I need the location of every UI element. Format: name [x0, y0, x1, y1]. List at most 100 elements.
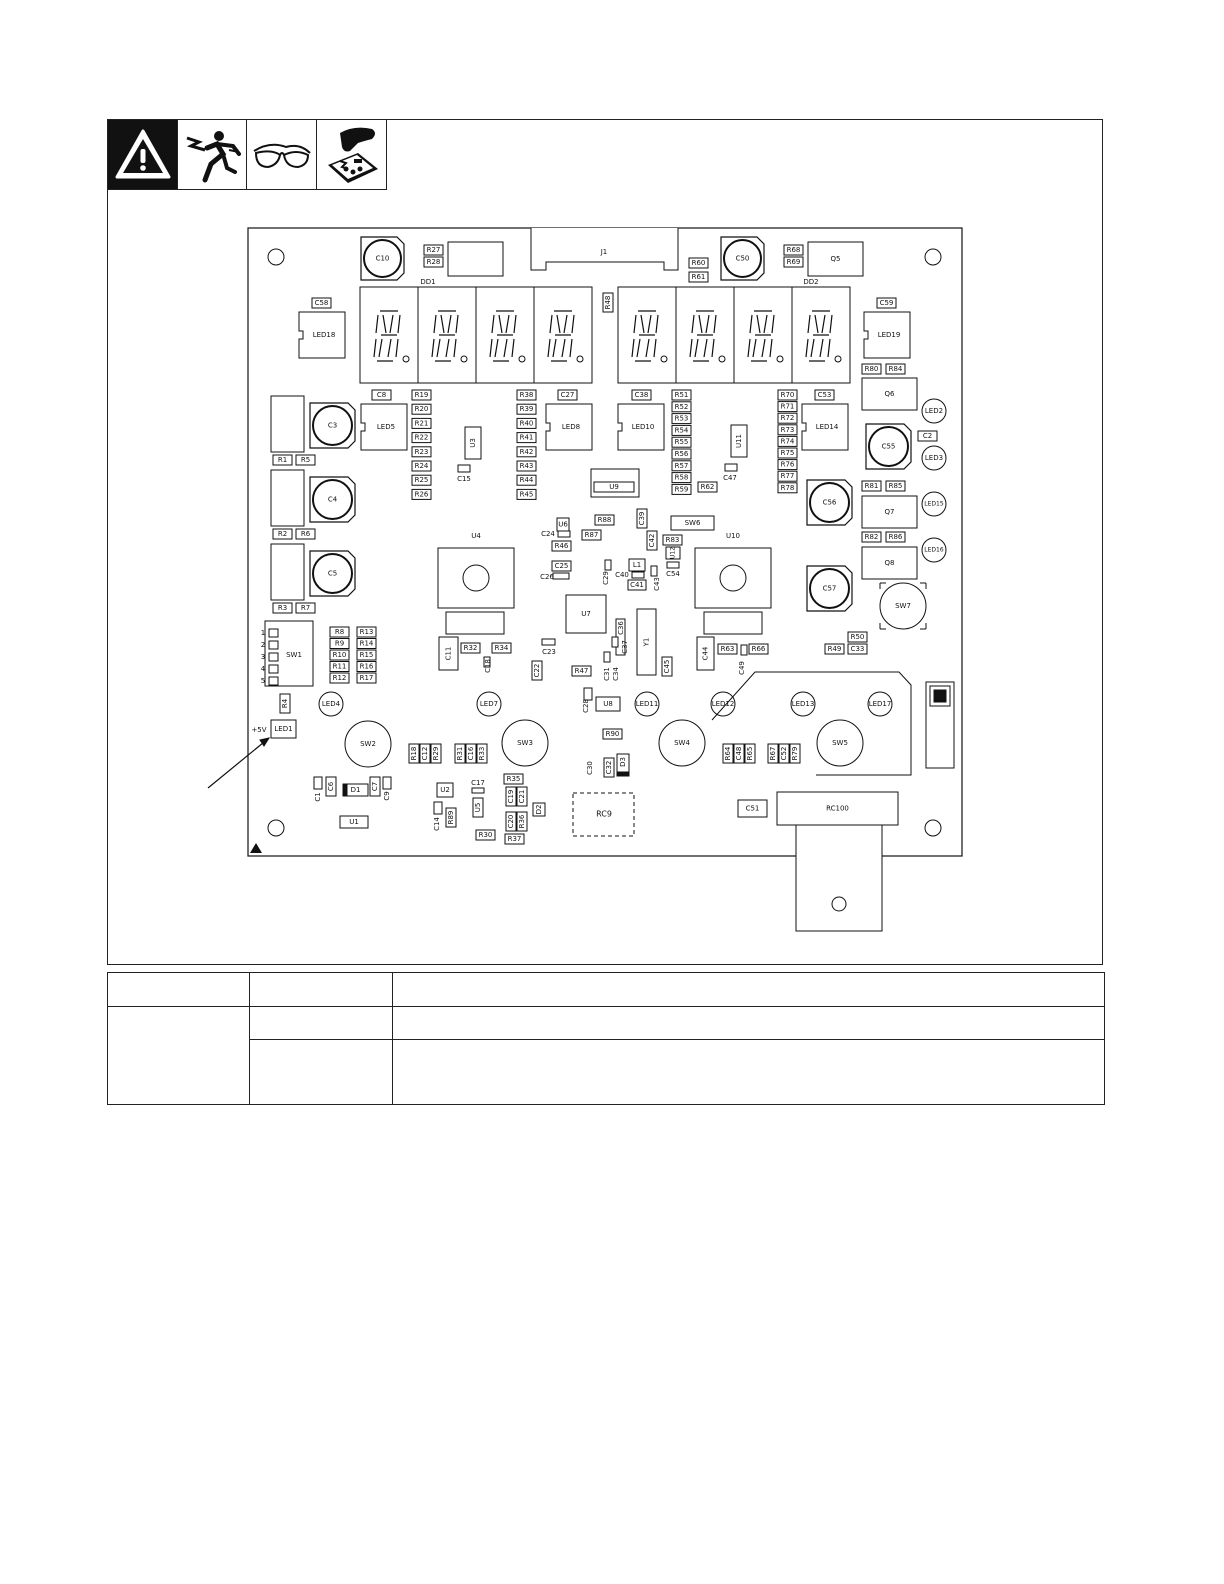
smd-component — [460, 642, 481, 654]
component-label: RC9 — [596, 810, 612, 819]
component-label: C44 — [702, 646, 710, 660]
decimal-point — [776, 355, 784, 363]
component-label: C27 — [561, 391, 575, 399]
mounting-hole — [267, 819, 285, 837]
component-label: R81 — [865, 482, 879, 490]
smd-component — [552, 572, 570, 580]
component-label: U4 — [471, 532, 481, 540]
switch-pin-label: 2 — [261, 641, 265, 649]
digit-segments — [747, 310, 775, 362]
info-table-row — [107, 1006, 1105, 1105]
smd-component — [438, 636, 459, 671]
component-label: R16 — [360, 663, 374, 671]
digit-segments — [689, 310, 717, 362]
component-label: R1 — [278, 456, 287, 464]
component-label: Y1 — [643, 638, 651, 648]
component-label: C5 — [328, 570, 337, 578]
smd-component — [604, 559, 612, 571]
smd-component — [730, 424, 748, 458]
component-label: J1 — [600, 248, 608, 256]
component-label: LED1 — [274, 725, 292, 733]
component-label: R30 — [479, 831, 493, 839]
component-label: C30 — [586, 761, 594, 775]
smd-component — [777, 412, 798, 424]
component-label: C9 — [383, 791, 391, 800]
component-label: R14 — [360, 640, 374, 648]
smd-component — [503, 773, 524, 785]
component-label: LED19 — [878, 331, 901, 339]
round-component — [476, 691, 502, 717]
led-footprint — [545, 403, 593, 451]
smd-component — [777, 482, 798, 494]
smd-component — [371, 389, 392, 401]
figure-frame — [107, 119, 1103, 965]
component-label: R33 — [478, 747, 486, 761]
component-label: C34 — [612, 667, 620, 681]
smd-component — [295, 602, 316, 614]
capacitor-body — [363, 239, 402, 278]
component-label: C48 — [735, 747, 743, 761]
component-label: R79 — [791, 747, 799, 761]
smd-component — [885, 480, 906, 492]
component-label: R34 — [495, 644, 509, 652]
component-label: R58 — [675, 474, 689, 482]
component-label: R80 — [865, 365, 879, 373]
digit-segments — [489, 310, 517, 362]
component-label: U10 — [726, 532, 740, 540]
decimal-point — [518, 355, 526, 363]
smd-component — [611, 636, 619, 648]
digit-segments — [805, 310, 833, 362]
decimal-point — [460, 355, 468, 363]
smd-component — [783, 244, 804, 256]
component-label: R27 — [427, 246, 441, 254]
smd-component — [628, 558, 646, 572]
component-label: R66 — [752, 645, 766, 653]
component-label: R13 — [360, 628, 374, 636]
smd-component — [325, 776, 337, 797]
led-footprint — [298, 311, 346, 359]
warning-triangle-icon — [107, 119, 178, 190]
component-label: R5 — [301, 456, 310, 464]
decimal-point — [576, 355, 584, 363]
safety-glasses-icon — [246, 119, 318, 190]
smd-component — [662, 534, 683, 546]
component-label: SW4 — [674, 739, 690, 747]
smd-component — [627, 579, 647, 591]
component-label: C57 — [823, 585, 837, 593]
smd-component — [593, 481, 635, 493]
smd-component — [824, 643, 845, 655]
component-label: U2 — [440, 786, 450, 794]
component-label: R20 — [415, 405, 429, 413]
pin1-marker-icon — [250, 843, 262, 853]
component-label: R72 — [781, 414, 795, 422]
component-label: C42 — [648, 534, 656, 548]
smd-component — [783, 256, 804, 268]
static-sensitive-board-icon — [316, 119, 388, 190]
component-label: R86 — [889, 533, 903, 541]
component-label: R37 — [508, 835, 522, 843]
mounting-hole — [924, 819, 942, 837]
component-label: C49 — [738, 661, 746, 675]
smd-component — [270, 543, 305, 601]
component-label: U9 — [609, 483, 619, 491]
round-component — [790, 691, 816, 717]
component-label: C45 — [663, 660, 671, 674]
component-label: R42 — [520, 448, 534, 456]
switch-pin-label: 1 — [261, 629, 265, 637]
component-label: Q7 — [885, 508, 895, 516]
component-label: C36 — [617, 621, 625, 635]
smd-component — [631, 389, 652, 401]
smd-component — [295, 454, 316, 466]
component-label: R63 — [721, 645, 735, 653]
round-component — [921, 398, 947, 424]
component-label: LED13 — [792, 700, 815, 708]
component-label: C3 — [328, 422, 337, 430]
component-label: C7 — [371, 782, 379, 791]
smd-component — [516, 474, 537, 486]
component-label: LED3 — [925, 454, 943, 462]
led-footprint — [801, 403, 849, 451]
smd-component — [744, 743, 756, 764]
component-label: LED11 — [636, 700, 659, 708]
component-label: R84 — [889, 365, 903, 373]
component-label: LED15 — [924, 501, 944, 508]
